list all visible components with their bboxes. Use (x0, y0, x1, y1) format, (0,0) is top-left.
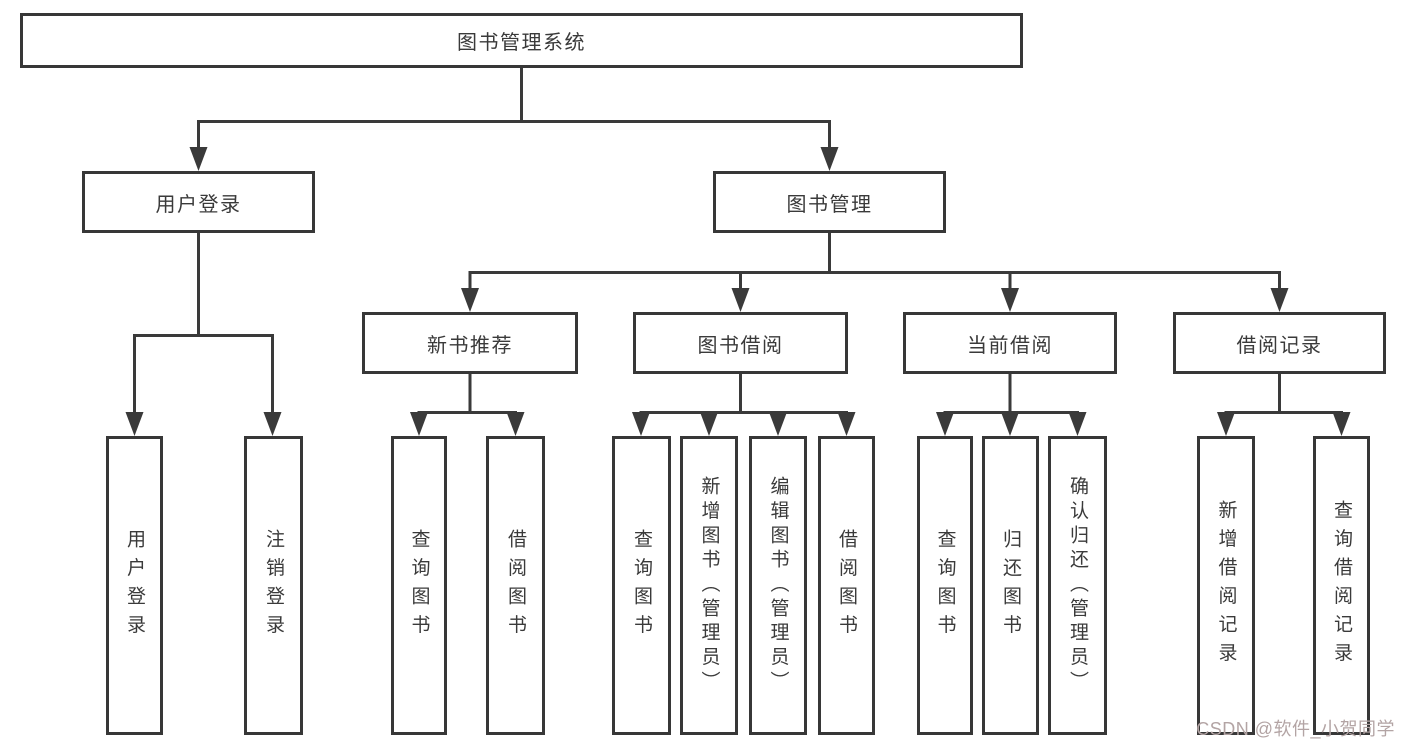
node-book-borrowing: 图书借阅 (633, 312, 848, 374)
node-new-book-recommendation: 新书推荐 (362, 312, 578, 374)
leaf-add-borrow-record: 新增借阅记录 (1197, 436, 1255, 735)
leaf-query-borrow-record: 查询借阅记录 (1313, 436, 1370, 735)
leaf-query-books-current: 查询图书 (917, 436, 973, 735)
leaf-confirm-return-admin: 确认归还（管理员） (1048, 436, 1107, 735)
node-book-management: 图书管理 (713, 171, 946, 233)
node-user-login: 用户登录 (82, 171, 315, 233)
leaf-return-books: 归还图书 (982, 436, 1039, 735)
leaf-query-books-recommend: 查询图书 (391, 436, 447, 735)
leaf-query-books-borrowing: 查询图书 (612, 436, 671, 735)
node-borrowing-records: 借阅记录 (1173, 312, 1386, 374)
leaf-user-login: 用户登录 (106, 436, 163, 735)
leaf-add-book-admin: 新增图书（管理员） (680, 436, 738, 735)
leaf-borrow-books-borrowing: 借阅图书 (818, 436, 875, 735)
root-node-library-management-system: 图书管理系统 (20, 13, 1023, 68)
csdn-watermark: CSDN @软件_小贺同学 (1196, 719, 1395, 739)
leaf-edit-book-admin: 编辑图书（管理员） (749, 436, 807, 735)
node-current-borrowing: 当前借阅 (903, 312, 1117, 374)
leaf-logout: 注销登录 (244, 436, 303, 735)
leaf-borrow-books-recommend: 借阅图书 (486, 436, 545, 735)
